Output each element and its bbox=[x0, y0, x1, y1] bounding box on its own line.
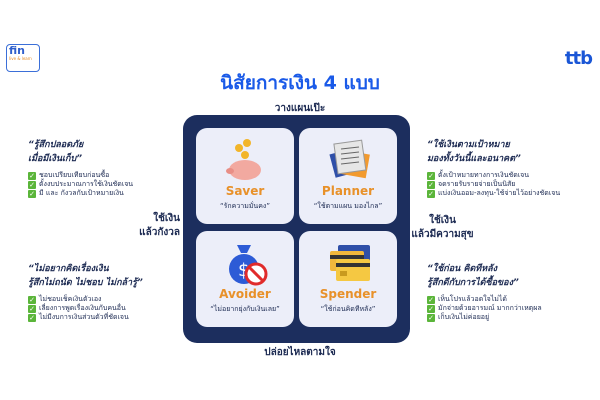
avoider-description: “ไม่อยากคิดเรื่องเงินรู้สึกไม่ถนัด ไม่ชอ… bbox=[28, 262, 143, 322]
card-title: Saver bbox=[225, 184, 265, 198]
check-icon: ✓ bbox=[28, 304, 36, 313]
card-quote: “ใช้ก่อนคิดทีหลัง” bbox=[320, 305, 376, 313]
list-item: ✓ไม่ชอบเช็คเงินตัวเอง bbox=[28, 295, 102, 304]
check-icon: ✓ bbox=[28, 295, 36, 304]
check-icon: ✓ bbox=[28, 180, 36, 189]
page-title: นิสัยการเงิน 4 แบบ bbox=[220, 72, 380, 94]
ttb-logo: ttb bbox=[564, 48, 593, 69]
check-icon: ✓ bbox=[427, 295, 435, 304]
card-title: Spender bbox=[319, 287, 377, 301]
check-icon: ✓ bbox=[427, 313, 435, 322]
saver-description: “รู้สึกปลอดภัยเมื่อมีเงินเก็บ” ✓ชอบเปรีย… bbox=[28, 138, 133, 198]
planner-description: “ใช้เงินตามเป้าหมายมองทั้งวันนี้และอนาคต… bbox=[427, 138, 560, 198]
card-saver: Saver “รักความมั่นคง” bbox=[196, 128, 294, 224]
money-bag-forbidden-icon: $ bbox=[229, 245, 268, 286]
check-icon: ✓ bbox=[28, 171, 36, 180]
description-heading: เมื่อมีเงินเก็บ” bbox=[28, 154, 83, 164]
description-heading: รู้สึกไม่ถนัด ไม่ชอบ ไม่กล้ารู้” bbox=[28, 278, 143, 288]
description-heading: “ไม่อยากคิดเรื่องเงิน bbox=[28, 264, 109, 274]
card-planner: Planner “ใช้ตามแผน มองไกล” bbox=[299, 128, 397, 224]
axis-top-label: วางแผนเป๊ะ bbox=[274, 103, 326, 114]
list-item: ✓เก็บเงินไม่ค่อยอยู่ bbox=[427, 313, 490, 322]
spender-description: “ใช้ก่อน คิดทีหลังรู้สึกดีกับการได้ซื้อข… bbox=[427, 262, 542, 322]
description-heading: “ใช้เงินตามเป้าหมาย bbox=[427, 140, 510, 150]
check-icon: ✓ bbox=[427, 304, 435, 313]
svg-text:$: $ bbox=[238, 260, 249, 281]
axis-right-label: ใช้เงินแล้วมีความสุข bbox=[411, 215, 474, 240]
list-item: ✓ไม่มีงบการเงินส่วนตัวที่ชัดเจน bbox=[28, 313, 129, 322]
description-heading: รู้สึกดีกับการได้ซื้อของ” bbox=[427, 278, 519, 288]
list-item: ✓ตั้งเป้าหมายทางการเงินชัดเจน bbox=[427, 171, 530, 180]
list-item: ✓เลี่ยงการพูดเรื่องเงินกับคนอื่น bbox=[28, 304, 126, 313]
card-quote: “ใช้ตามแผน มองไกล” bbox=[313, 202, 383, 210]
card-quote: “ไม่อยากยุ่งกับเงินเลย” bbox=[210, 305, 280, 313]
description-heading: มองทั้งวันนี้และอนาคต” bbox=[427, 154, 521, 164]
description-heading: “รู้สึกปลอดภัย bbox=[28, 140, 84, 150]
list-item: ✓เห็นโปรแล้วอดใจไม่ได้ bbox=[427, 295, 507, 304]
list-item: ✓ชอบเปรียบเทียบก่อนซื้อ bbox=[28, 171, 110, 180]
list-item: ✓จดรายรับรายจ่ายเป็นนิสัย bbox=[427, 180, 516, 189]
card-title: Planner bbox=[321, 184, 375, 198]
description-heading: “ใช้ก่อน คิดทีหลัง bbox=[427, 264, 498, 274]
card-spender: Spender “ใช้ก่อนคิดทีหลัง” bbox=[299, 231, 397, 327]
check-icon: ✓ bbox=[28, 313, 36, 322]
piggy-bank-icon bbox=[226, 139, 261, 180]
card-avoider: $ Avoider “ไม่อยากยุ่งกับเงินเลย” bbox=[196, 231, 294, 327]
check-icon: ✓ bbox=[28, 189, 36, 198]
list-item: ✓มักจ่ายด้วยอารมณ์ มากกว่าเหตุผล bbox=[427, 304, 542, 313]
card-title: Avoider bbox=[219, 287, 271, 301]
card-quote: “รักความมั่นคง” bbox=[220, 202, 270, 210]
list-item: ✓มี และ กังวลกับเป้าหมายเงิน bbox=[28, 189, 124, 198]
check-icon: ✓ bbox=[427, 189, 435, 198]
list-item: ✓ตั้งงบประมาณการใช้เงินชัดเจน bbox=[28, 180, 134, 189]
axis-left-label: ใช้เงินแล้วกังวล bbox=[139, 213, 180, 238]
axis-bottom-label: ปล่อยไหลตามใจ bbox=[264, 347, 336, 358]
list-item: ✓แบ่งเงินออม-ลงทุน-ใช้จ่ายไว้อย่างชัดเจน bbox=[427, 189, 561, 198]
check-icon: ✓ bbox=[427, 180, 435, 189]
check-icon: ✓ bbox=[427, 171, 435, 180]
documents-icon bbox=[329, 139, 370, 179]
credit-cards-icon bbox=[330, 245, 370, 281]
